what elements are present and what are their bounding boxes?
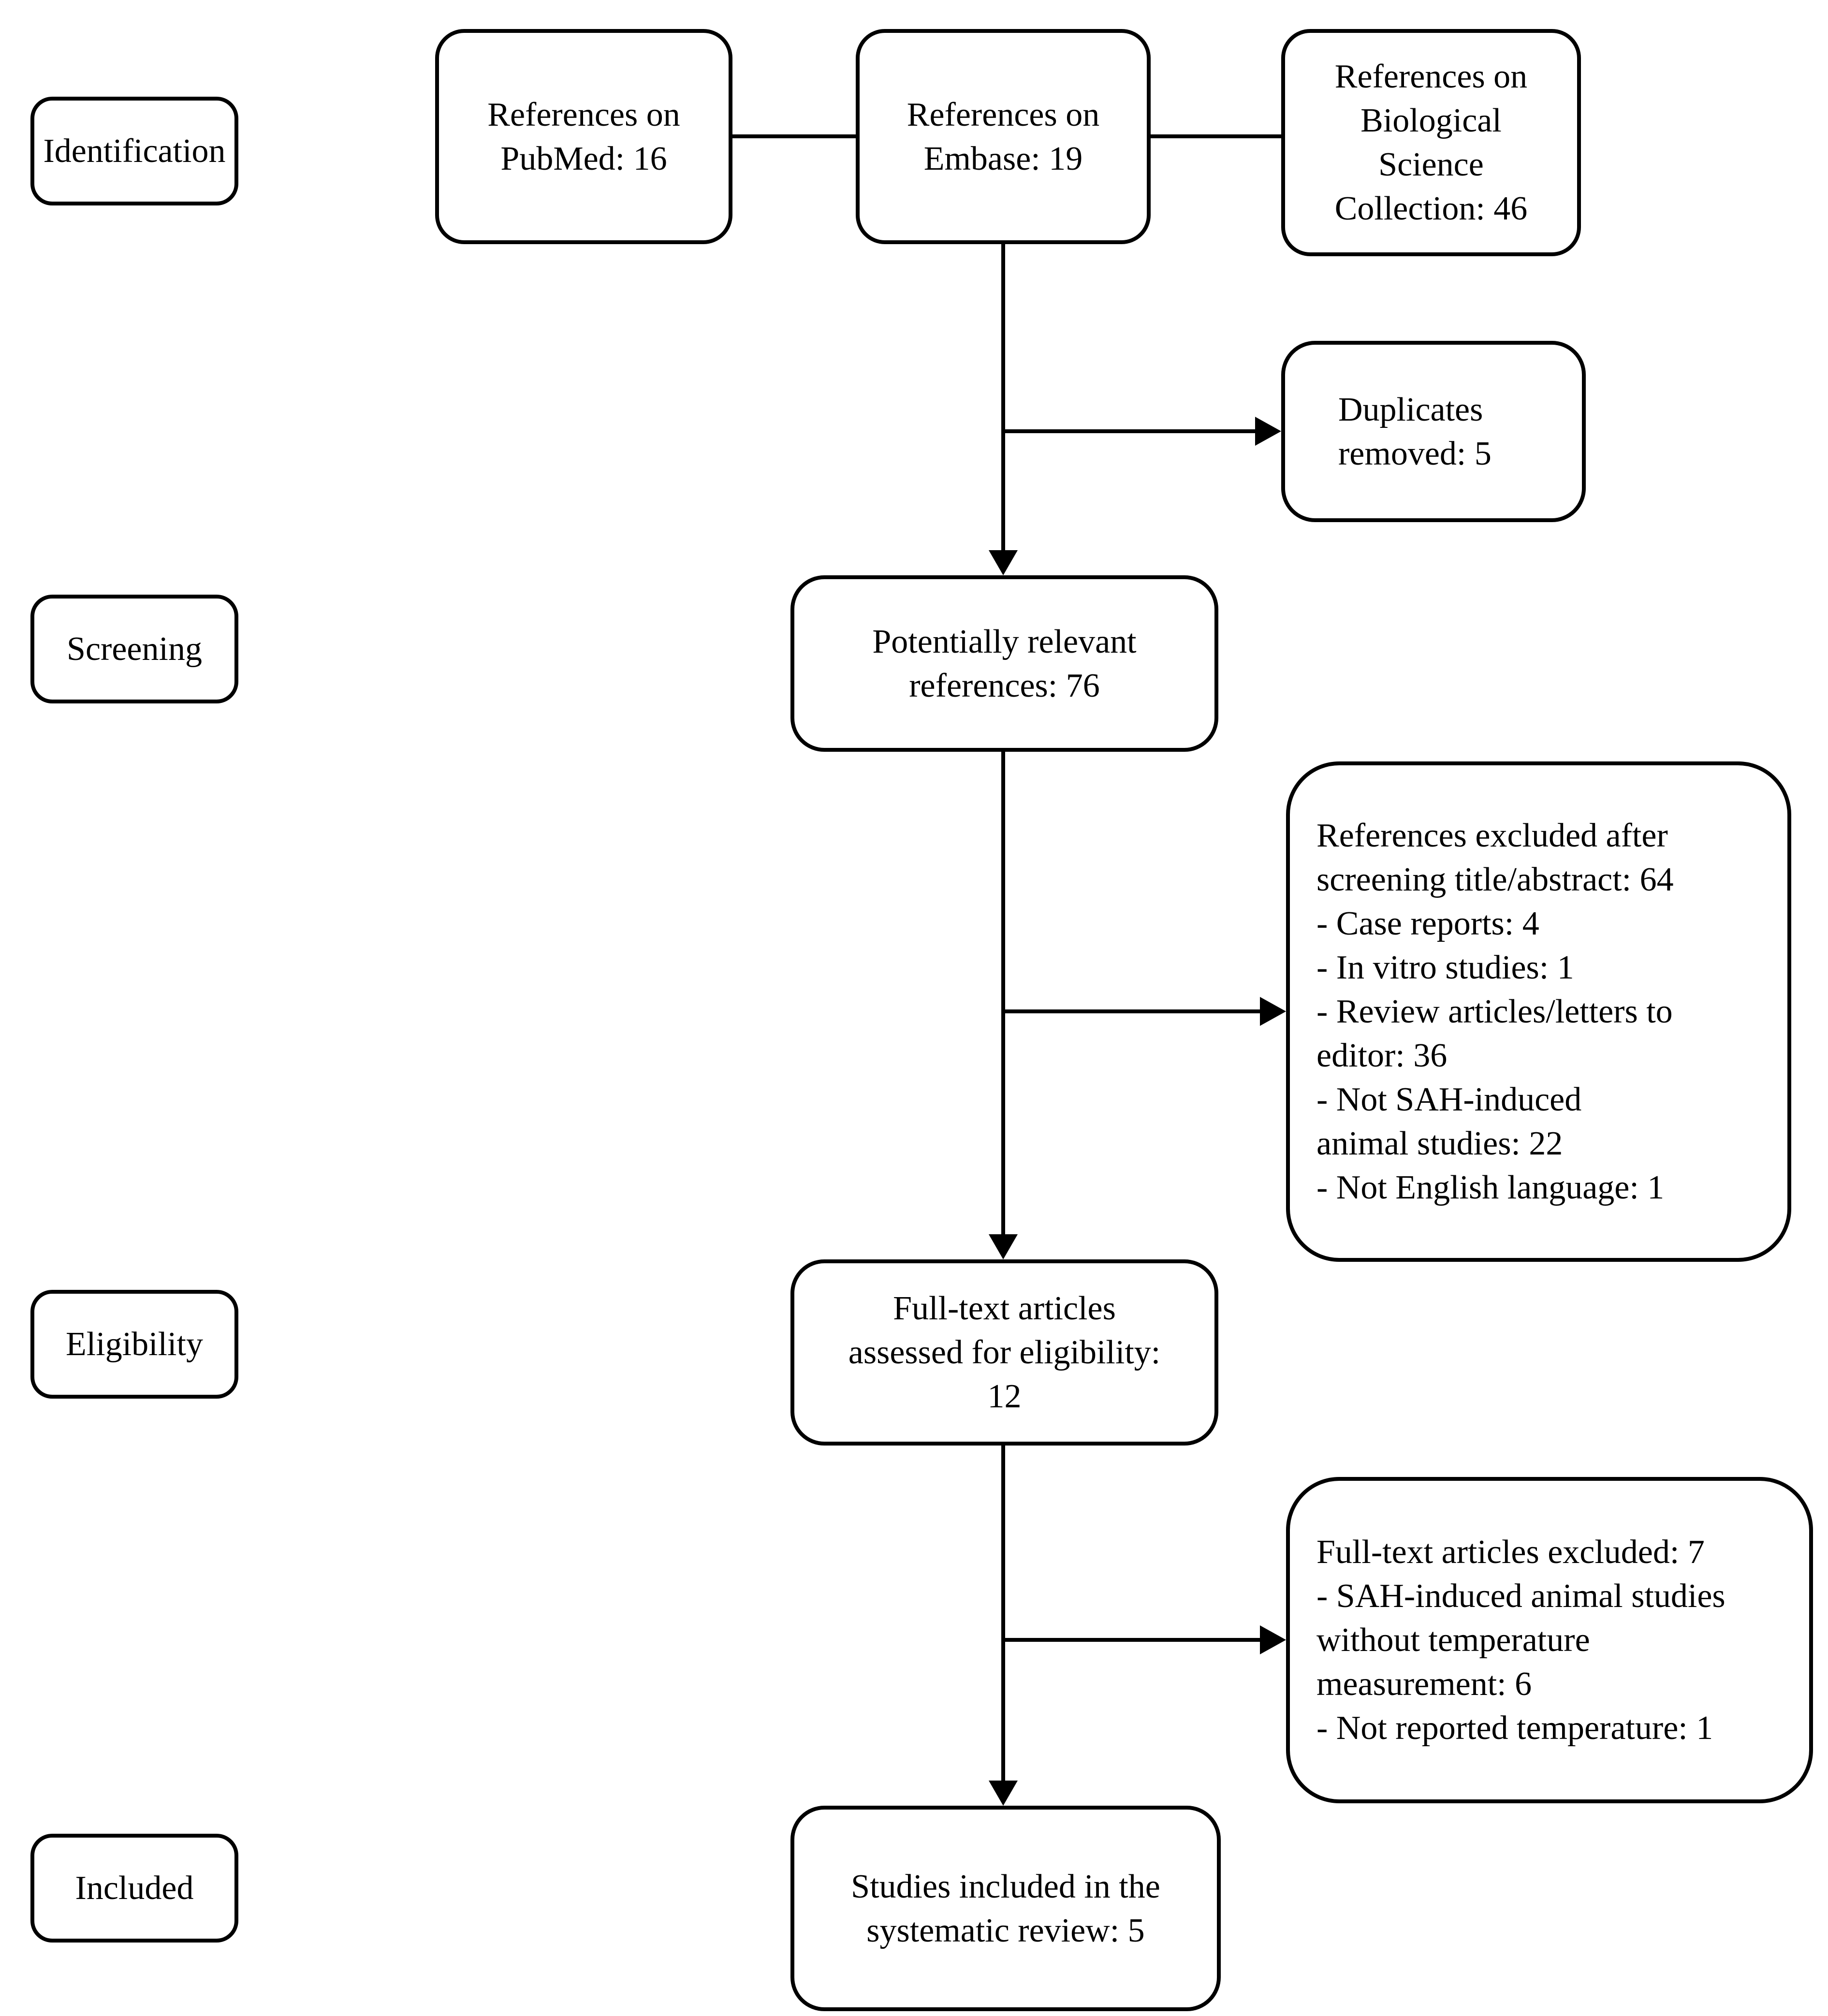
node-references-biological-science: References on Biological Science Collect… (1281, 29, 1581, 256)
node-fulltext-excluded: Full-text articles excluded: 7 - SAH-ind… (1286, 1477, 1813, 1803)
node-potentially-relevant-label: Potentially relevant references: 76 (872, 623, 1137, 704)
stage-included-label: Included (75, 1870, 194, 1907)
stage-eligibility-label: Eligibility (66, 1326, 203, 1363)
node-excluded-after-screening: References excluded after screening titl… (1286, 761, 1791, 1262)
node-fulltext-assessed: Full-text articles assessed for eligibil… (790, 1259, 1218, 1446)
node-fulltext-assessed-label: Full-text articles assessed for eligibil… (848, 1290, 1161, 1415)
arrowhead-down-included-icon (989, 1781, 1018, 1806)
arrowhead-down-eligibility-icon (989, 1234, 1018, 1259)
stage-included: Included (30, 1834, 238, 1943)
node-duplicates-removed: Duplicates removed: 5 (1281, 341, 1586, 522)
node-potentially-relevant: Potentially relevant references: 76 (790, 575, 1218, 752)
arrowhead-right-fulltext-excluded-icon (1260, 1625, 1286, 1654)
stage-screening-label: Screening (67, 630, 202, 668)
connector-spine-to-screening (1001, 244, 1005, 554)
node-duplicates-removed-label: Duplicates removed: 5 (1338, 391, 1492, 472)
node-references-pubmed: References on PubMed: 16 (435, 29, 732, 244)
connector-pubmed-embase (732, 134, 856, 138)
node-references-embase-label: References on Embase: 19 (907, 96, 1100, 177)
stage-screening: Screening (30, 595, 238, 703)
connector-branch-screening-excluded (1003, 1009, 1262, 1013)
connector-branch-duplicates (1003, 429, 1257, 433)
node-excluded-after-screening-label: References excluded after screening titl… (1316, 817, 1674, 1206)
node-references-embase: References on Embase: 19 (856, 29, 1151, 244)
node-included-studies: Studies included in the systematic revie… (790, 1806, 1221, 2011)
connector-spine-to-eligibility (1001, 752, 1005, 1235)
stage-eligibility: Eligibility (30, 1290, 238, 1399)
arrowhead-right-duplicates-icon (1255, 417, 1281, 446)
arrowhead-right-screening-excluded-icon (1260, 997, 1286, 1026)
connector-embase-biological-science (1151, 134, 1281, 138)
node-fulltext-excluded-label: Full-text articles excluded: 7 - SAH-ind… (1316, 1534, 1726, 1747)
node-references-biological-science-label: References on Biological Science Collect… (1334, 58, 1528, 227)
arrowhead-down-screening-icon (989, 550, 1018, 575)
stage-identification: Identification (30, 97, 238, 205)
connector-spine-to-included (1001, 1446, 1005, 1782)
stage-identification-label: Identification (43, 132, 226, 170)
node-included-studies-label: Studies included in the systematic revie… (851, 1868, 1160, 1949)
connector-branch-fulltext-excluded (1003, 1638, 1262, 1642)
node-references-pubmed-label: References on PubMed: 16 (487, 96, 680, 177)
